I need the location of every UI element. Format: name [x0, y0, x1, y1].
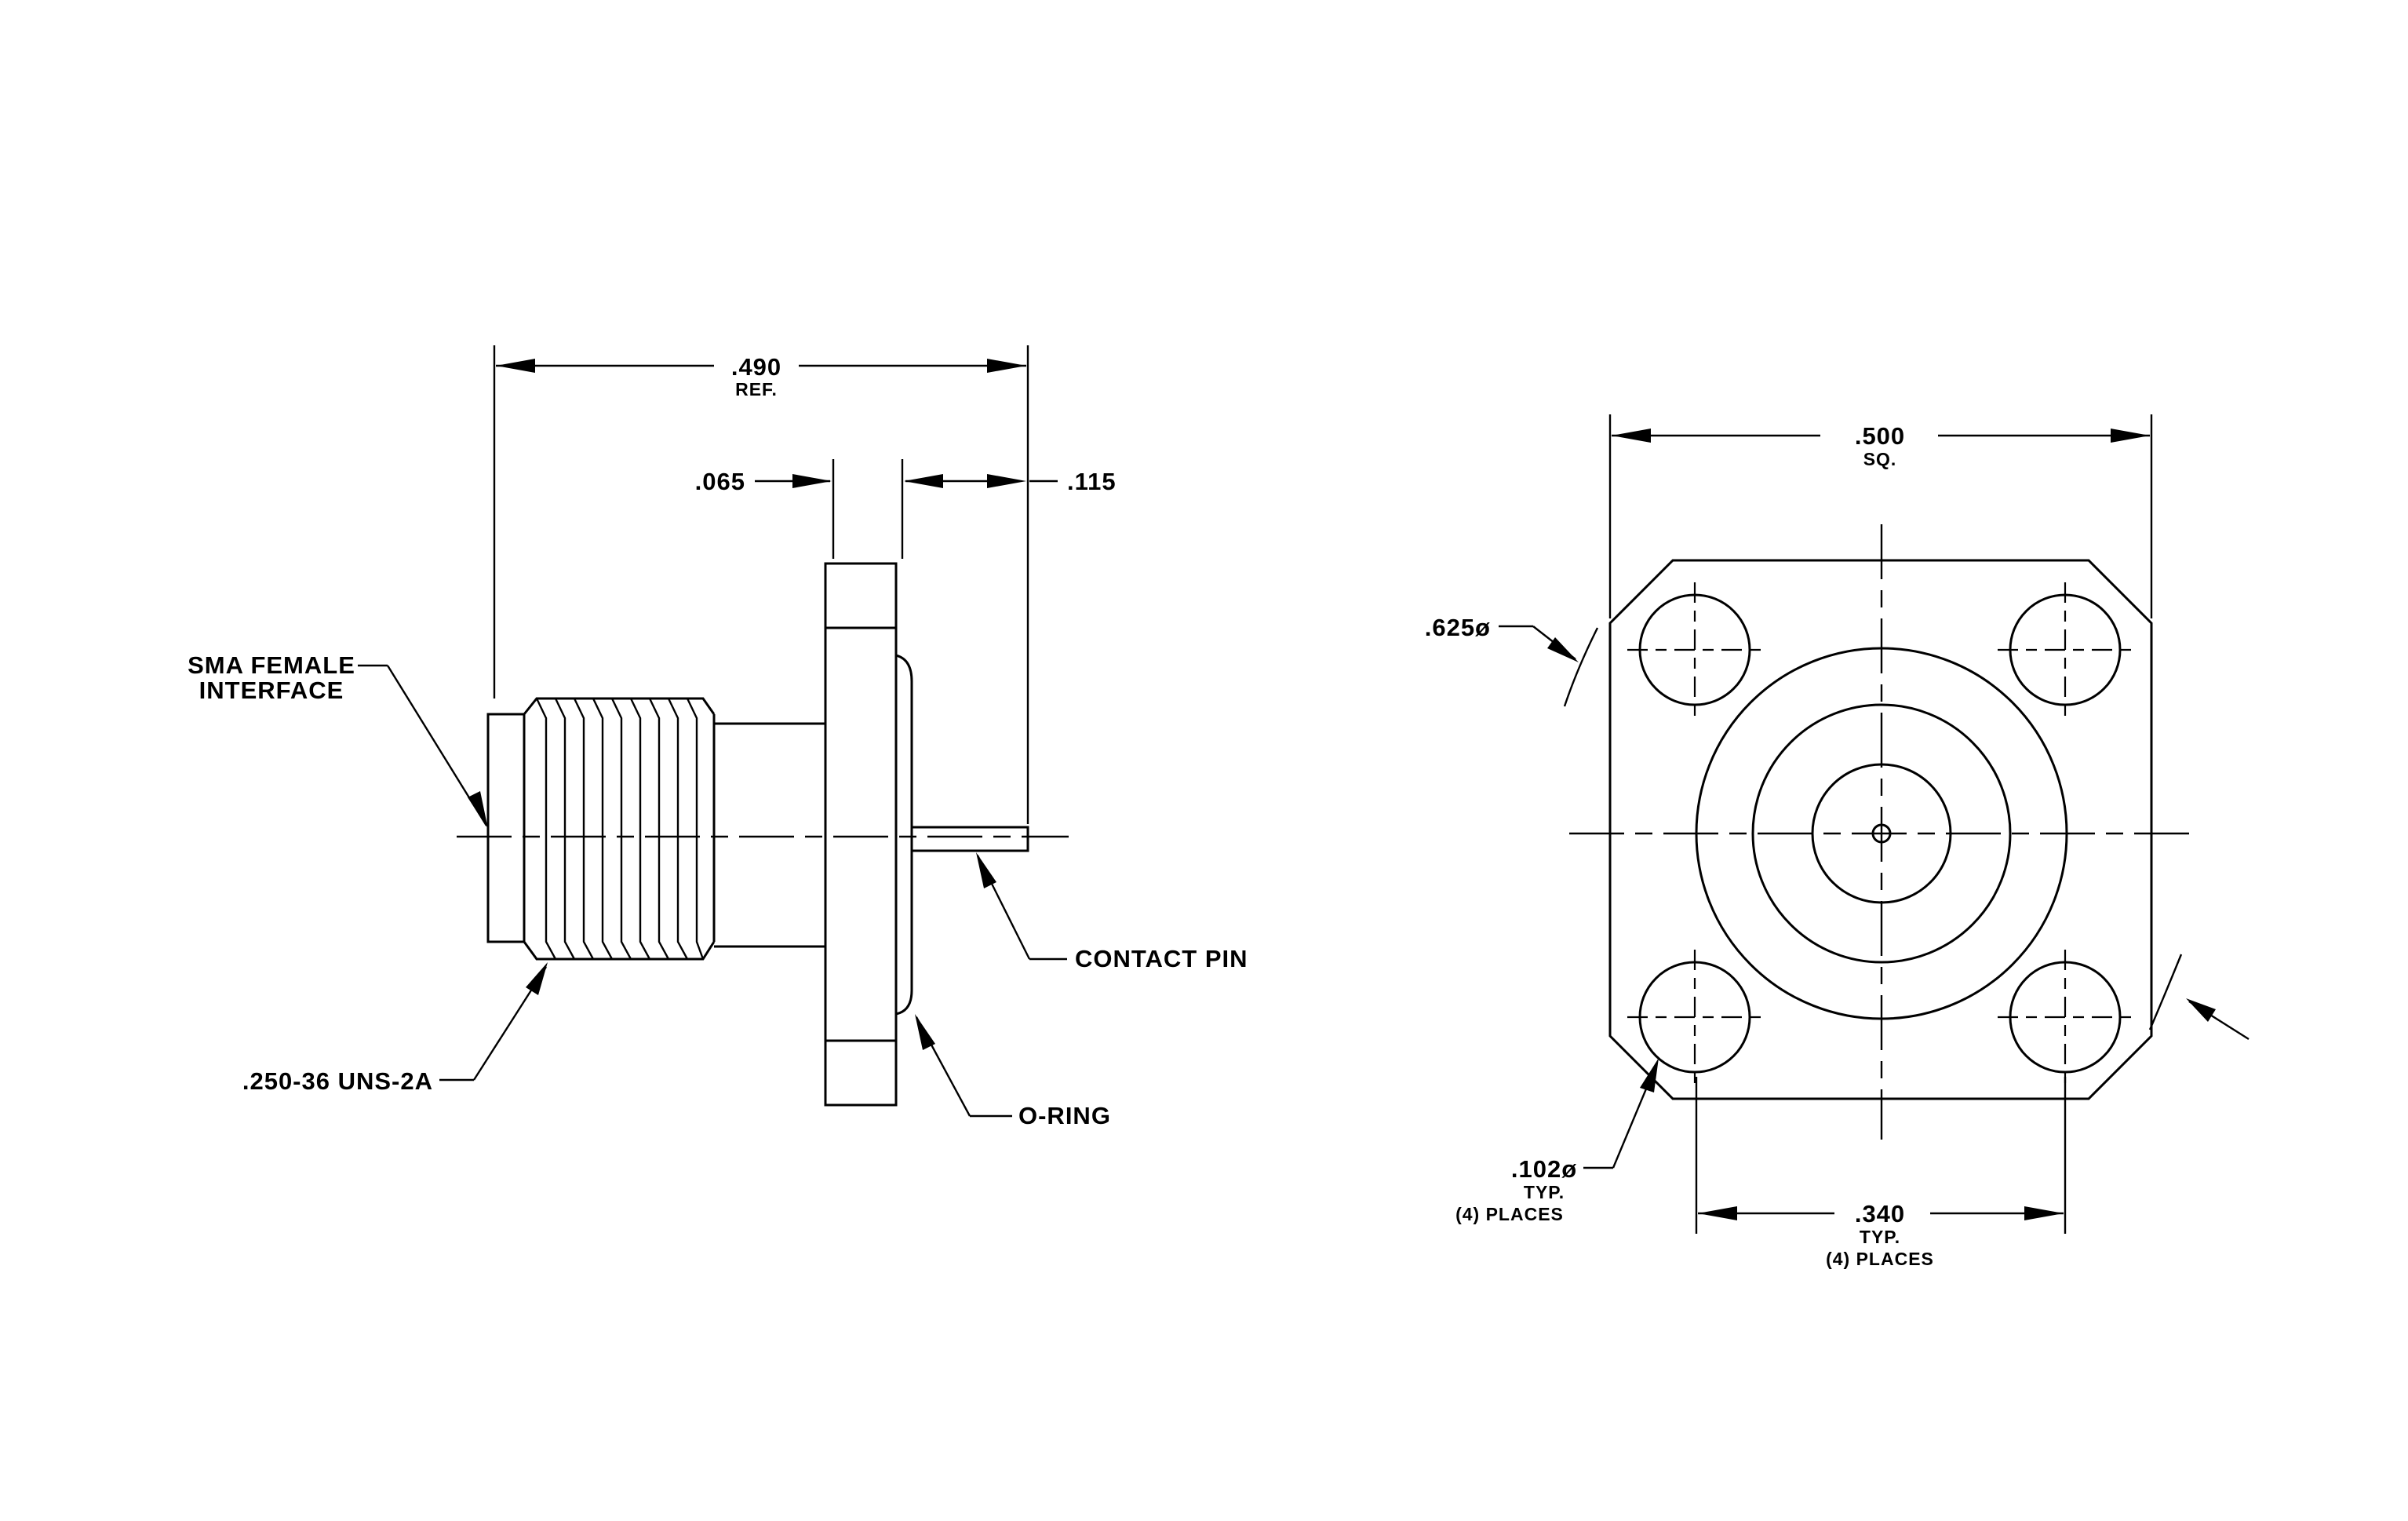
flange-width-note: SQ.: [1863, 449, 1897, 469]
o-ring-label: O-RING: [1018, 1102, 1111, 1129]
mounting-hole-top-left: [1627, 582, 1762, 717]
interface-label-line2: INTERFACE: [199, 677, 344, 704]
hole-diameter-note1: TYP.: [1524, 1182, 1565, 1202]
inner-body-circle: [1751, 703, 2012, 964]
dim-overall-length: [493, 345, 1029, 824]
leader-contact-pin: [976, 852, 1067, 961]
mounting-hole-bottom-left: [1627, 950, 1762, 1085]
thread-spec-label: .250-36 UNS-2A: [242, 1067, 433, 1095]
leader-hole-diameter: [1583, 1058, 1659, 1169]
dim-hole-spacing: [1695, 1077, 2067, 1234]
flange-thickness-value: .065: [695, 468, 745, 495]
corner-diameter-value: .625ø: [1425, 614, 1491, 641]
mounting-hole-bottom-right: [1998, 950, 2133, 1085]
flange-width-value: .500: [1855, 422, 1905, 450]
hole-spacing-note2: (4) PLACES: [1826, 1249, 1934, 1269]
leader-corner-diameter: [1499, 625, 2250, 1041]
leader-thread: [439, 962, 548, 1081]
o-ring-shape: [895, 654, 913, 1016]
body-neck: [714, 722, 825, 948]
front-view: .500 SQ. .625ø .102ø TYP. (4) PLACES: [1425, 414, 2250, 1269]
flange-side: [824, 562, 898, 1107]
hole-diameter-note2: (4) PLACES: [1455, 1204, 1564, 1224]
overall-length-value: .490: [731, 353, 781, 381]
overall-length-note: REF.: [735, 379, 778, 399]
mounting-hole-top-right: [1998, 582, 2133, 717]
interface-label-line1: SMA FEMALE: [188, 651, 355, 679]
flange-outline: [1608, 559, 2153, 1100]
hole-spacing-note1: TYP.: [1860, 1227, 1900, 1247]
hole-spacing-value: .340: [1855, 1200, 1905, 1227]
hole-diameter-value: .102ø: [1511, 1155, 1577, 1183]
pin-length-value: .115: [1067, 468, 1117, 495]
side-view: .490 REF. .065 .115 SMA FEMALE INTERFACE: [188, 345, 1248, 1129]
contact-pin: [910, 826, 1029, 852]
dim-flange-thickness: [755, 459, 1058, 559]
leader-interface: [358, 664, 488, 829]
thread-crests: [535, 698, 705, 960]
contact-pin-label: CONTACT PIN: [1075, 945, 1248, 972]
dim-flange-width: [1608, 414, 2153, 618]
leader-o-ring: [915, 1014, 1012, 1118]
threaded-body: [486, 697, 716, 961]
